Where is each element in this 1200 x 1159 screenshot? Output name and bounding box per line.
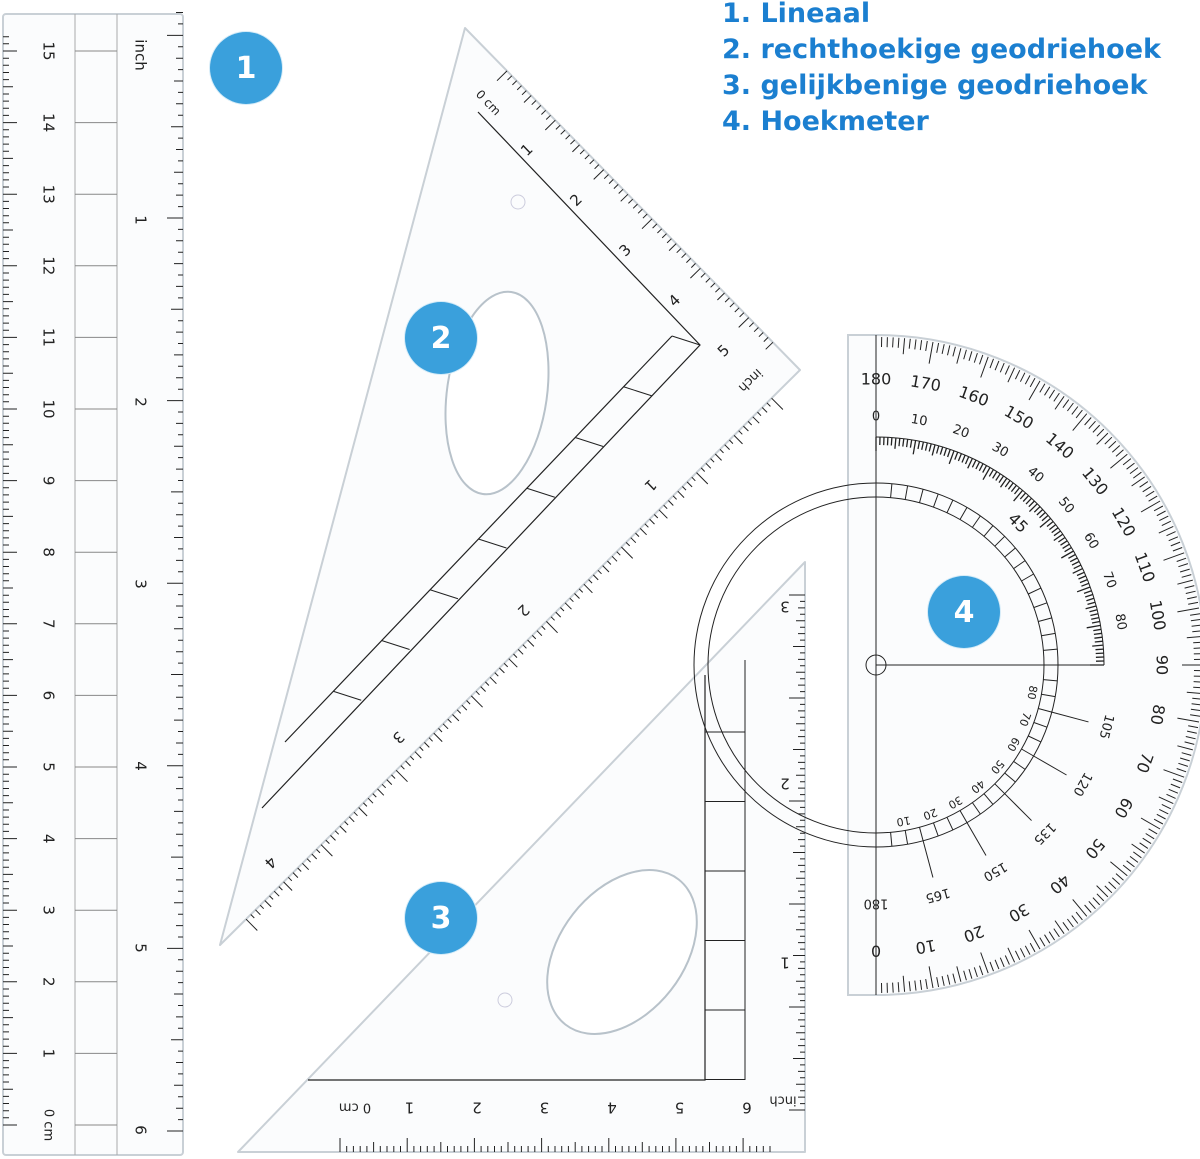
ruler-inch-label: 2 xyxy=(132,397,150,407)
protractor-fifteen-tick xyxy=(966,822,987,856)
ruler-inch-label: 3 xyxy=(132,579,150,589)
protractor-inner-label: 20 xyxy=(950,422,971,442)
set-square-cm-label: 6 xyxy=(742,1099,752,1117)
protractor-outer-label: 80 xyxy=(1147,703,1169,726)
set-square-inch-ticks xyxy=(789,594,805,1111)
ruler-cm-label: 15 xyxy=(40,41,58,60)
set-square-cm-ticks xyxy=(339,1138,771,1152)
set-square-cm-label: 5 xyxy=(675,1099,685,1117)
ruler-cm-label: 14 xyxy=(39,113,57,132)
badge-3: 3 xyxy=(405,882,477,954)
protractor-lower-label: 30 xyxy=(946,793,965,811)
set-square-inch-label: 1 xyxy=(780,954,790,972)
protractor-inner-label: 80 xyxy=(1111,612,1129,631)
set-square-inch-label: 2 xyxy=(780,775,790,793)
set-square-inch-label: 3 xyxy=(780,598,790,616)
set-square-cm-ticks xyxy=(496,70,774,350)
protractor-lower-label: 60 xyxy=(1004,735,1022,754)
set-square-inch-ticks xyxy=(245,397,784,931)
set-square-cm-label: 1 xyxy=(405,1099,415,1117)
ruler-inch-ticks xyxy=(167,12,183,1132)
set-square-box-divider xyxy=(429,589,459,600)
legend: 1. Lineaal 2. rechthoekige geodriehoek 3… xyxy=(722,0,1161,140)
set-square-box-divider xyxy=(575,437,604,447)
set-square-cm-unit: 0 cm xyxy=(339,1100,371,1115)
protractor-fifteen-tick xyxy=(1004,793,1032,821)
ruler-inch-label: 5 xyxy=(132,943,150,953)
protractor-fifteen-tick xyxy=(922,840,934,878)
ruler-cm-label: 12 xyxy=(40,256,58,275)
set-square-hole xyxy=(546,869,698,1035)
set-square-cm-label: 3 xyxy=(540,1099,550,1117)
set-square-box-divider xyxy=(478,538,507,549)
ruler-cm-label: 8 xyxy=(40,547,58,557)
protractor-inner-label: 60 xyxy=(1080,530,1101,552)
legend-item-right-set-square: 2. rechthoekige geodriehoek xyxy=(722,34,1161,65)
ruler-inch-label: 4 xyxy=(132,761,150,771)
protractor-lower-label: 20 xyxy=(921,805,939,822)
ruler-cm-label: 11 xyxy=(40,328,58,347)
protractor-inner-arc xyxy=(875,436,1105,666)
protractor-lower-label: 70 xyxy=(1016,710,1033,728)
ruler-cm-ticks xyxy=(3,36,17,1126)
ruler-cm-unit: 0 cm xyxy=(41,1109,56,1141)
ruler-cm-label: 1 xyxy=(40,1049,58,1059)
set-square-cm-label: 4 xyxy=(607,1099,617,1117)
badge-2: 2 xyxy=(405,302,477,374)
set-square-box-divider xyxy=(333,690,362,701)
protractor-fifteen-label: 165 xyxy=(924,884,952,905)
ruler-cm-label: 10 xyxy=(40,399,58,418)
protractor-inner-label: 30 xyxy=(989,440,1011,461)
badge-4: 4 xyxy=(928,576,1000,648)
protractor-center xyxy=(865,654,887,676)
ruler-cm-label: 4 xyxy=(40,834,58,844)
protractor-outer-label: 10 xyxy=(914,936,937,958)
set-square-pin xyxy=(497,992,513,1008)
ruler-inch-label: 1 xyxy=(132,215,150,225)
protractor-inner-label: 70 xyxy=(1099,570,1119,591)
ruler-cm-label: 3 xyxy=(40,905,58,915)
protractor-fifteen-tick xyxy=(1051,711,1089,723)
set-square-cm-label: 2 xyxy=(472,1099,482,1117)
set-square-box-divider xyxy=(381,640,410,650)
ruler-cm-label: 2 xyxy=(40,977,58,987)
set-square-box-divider xyxy=(623,386,652,397)
set-square-box-divider xyxy=(526,487,555,498)
set-square-pin xyxy=(510,194,526,210)
ruler-body xyxy=(2,13,184,1156)
ruler-cm-label: 5 xyxy=(40,762,58,772)
set-square-box-divider xyxy=(671,335,701,346)
protractor-outer-label: 90 xyxy=(1153,655,1172,675)
protractor-fifteen-label: 105 xyxy=(1095,713,1116,741)
legend-item-ruler: 1. Lineaal xyxy=(722,0,871,29)
set-square-inch-unit: inch xyxy=(769,1093,796,1108)
badge-1: 1 xyxy=(210,32,282,104)
protractor-lower-label: 10 xyxy=(896,813,912,828)
protractor-inner-label: 10 xyxy=(910,412,929,430)
ruler-cm-label: 13 xyxy=(40,185,58,204)
ruler-inch-unit: inch xyxy=(132,39,150,70)
legend-item-isosceles-set-square: 3. gelijkbenige geodriehoek xyxy=(722,70,1148,101)
isosceles-set-square: 0 cm 1 2 3 4 5 6 inch 1 2 3 xyxy=(237,561,806,1153)
ruler-cm-label: 9 xyxy=(40,476,58,486)
ruler-cm-label: 7 xyxy=(40,619,58,629)
ruler-cm-label: 6 xyxy=(40,691,58,701)
protractor-lower-label: 80 xyxy=(1024,685,1039,701)
legend-item-protractor: 4. Hoekmeter xyxy=(722,106,929,137)
ruler-inch-label: 6 xyxy=(132,1125,150,1135)
protractor-fifteen-tick xyxy=(1033,755,1067,776)
